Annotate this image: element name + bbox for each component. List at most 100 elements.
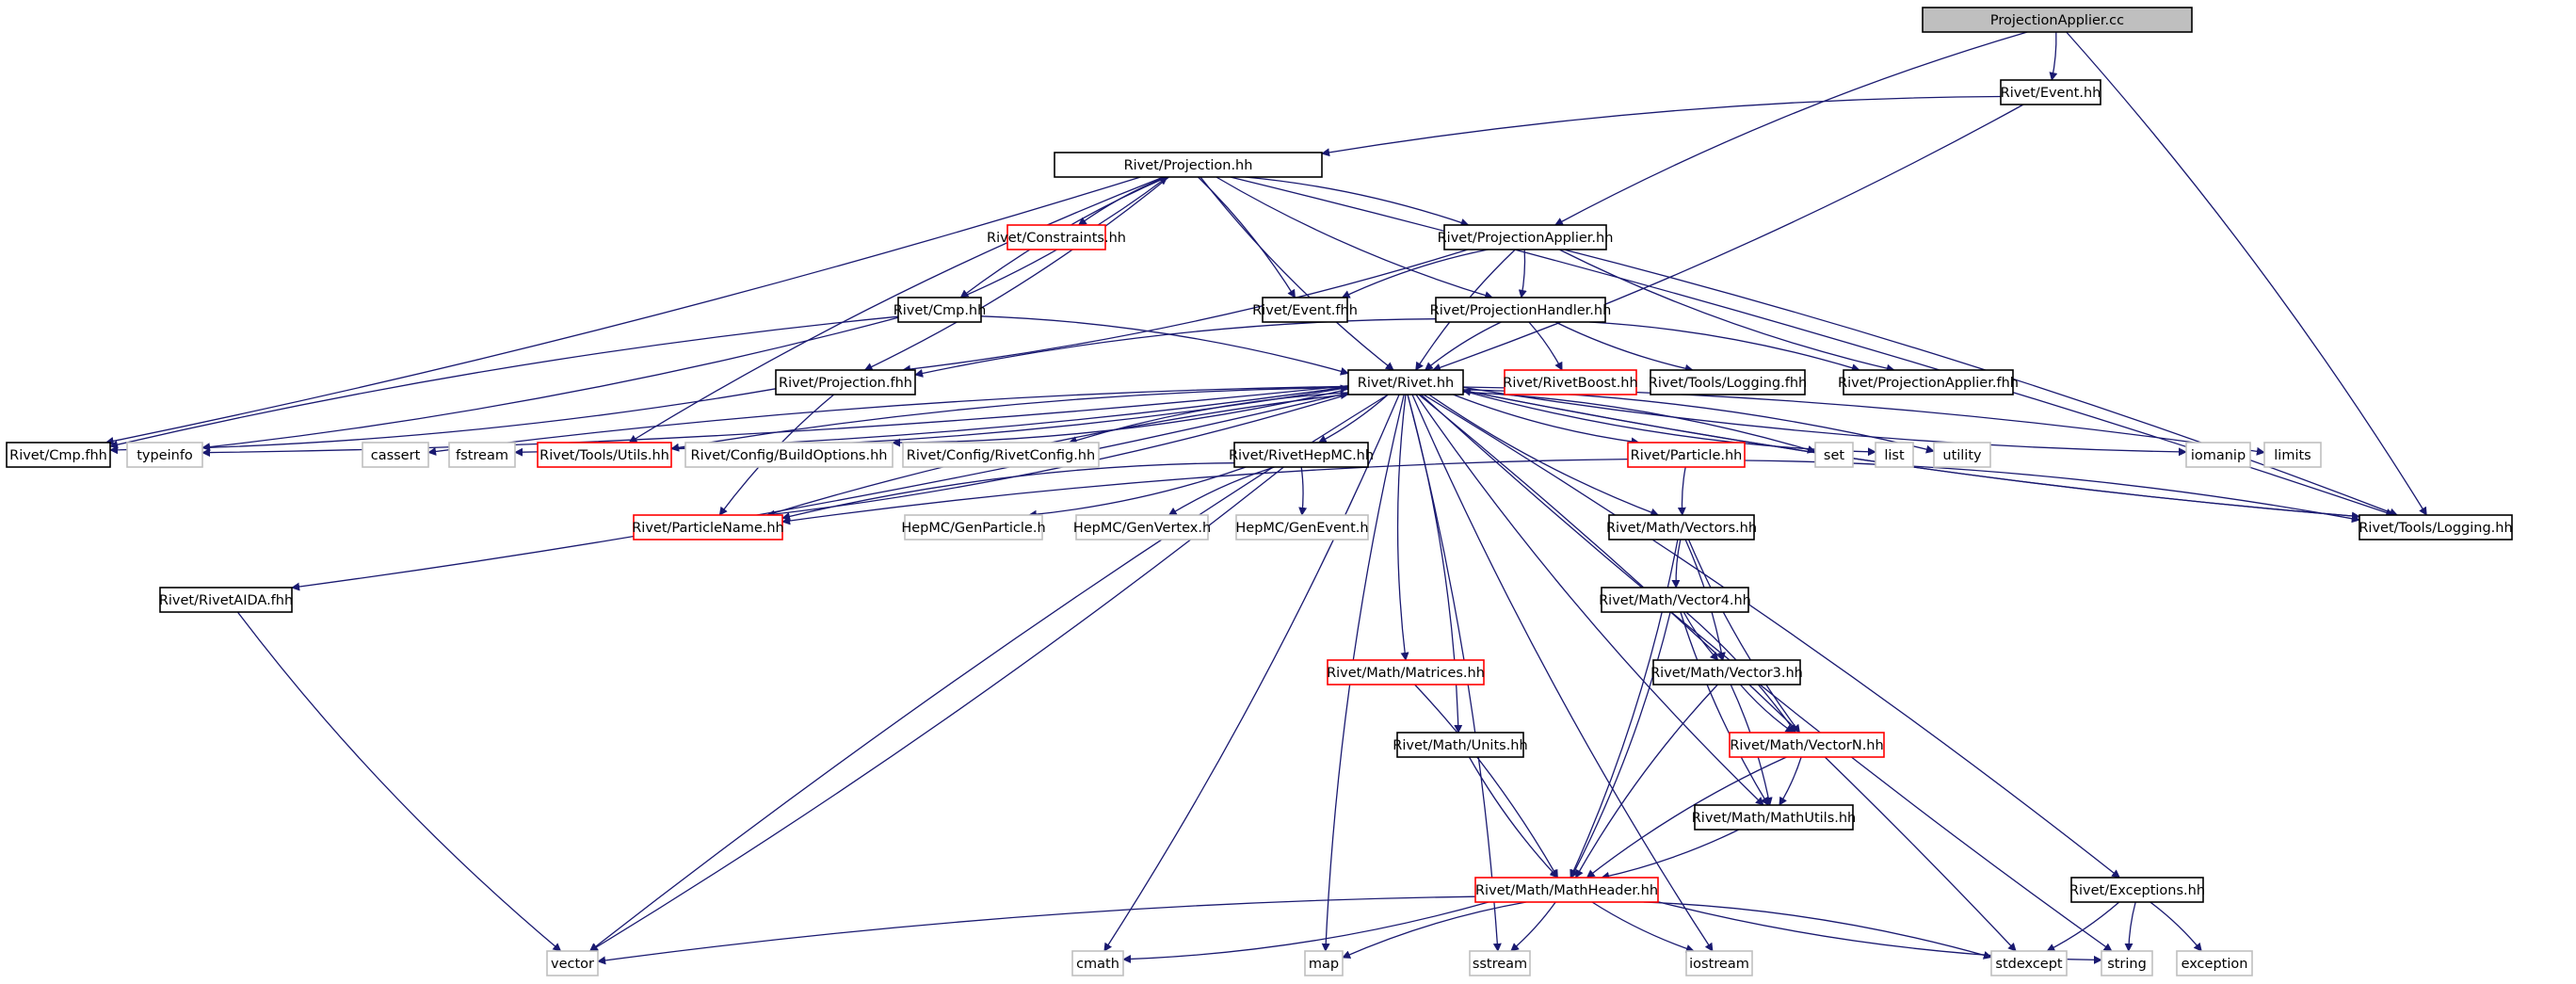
edge-mathheader_hh-to-stdexcept xyxy=(1643,901,1992,960)
node-rivet-hh[interactable]: Rivet/Rivet.hh xyxy=(1347,369,1464,395)
edge-projection_hh-to-cmp_fhh xyxy=(105,176,1141,445)
edge-mathheader_hh-to-map xyxy=(1342,901,1527,959)
edge-projhandler_hh-to-logging_fhh xyxy=(1554,321,1694,373)
node-label: fstream xyxy=(456,448,508,463)
node-label: Rivet/Event.fhh xyxy=(1252,303,1358,318)
node-rivetaida-fhh[interactable]: Rivet/RivetAIDA.fhh xyxy=(159,587,293,613)
node-label: cassert xyxy=(371,448,421,463)
node-vectorn-hh[interactable]: Rivet/Math/VectorN.hh xyxy=(1729,732,1885,758)
node-label: Rivet/Math/MathUtils.hh xyxy=(1692,811,1857,826)
node-mathheader-hh[interactable]: Rivet/Math/MathHeader.hh xyxy=(1474,877,1659,903)
node-event-hh[interactable]: Rivet/Event.hh xyxy=(2000,79,2101,105)
node-box xyxy=(1054,152,1323,178)
node-units-hh[interactable]: Rivet/Math/Units.hh xyxy=(1393,732,1528,758)
node-label: Rivet/Math/Matrices.hh xyxy=(1327,666,1485,681)
node-vector4-hh[interactable]: Rivet/Math/Vector4.hh xyxy=(1599,587,1751,613)
node-box xyxy=(1601,587,1749,613)
node-box xyxy=(126,442,203,468)
edge-rivet_hh-to-utils_hh xyxy=(670,386,1349,452)
edge-projection_hh-to-projapplier_hh xyxy=(1245,176,1470,227)
node-sstream: sstream xyxy=(1469,950,1531,976)
edge-vector4_hh-to-vector3_hh xyxy=(1682,611,1719,661)
node-box xyxy=(537,442,672,468)
edge-exceptions_hh-to-string xyxy=(2124,901,2136,952)
edge-rivet_hh-to-matrices_hh xyxy=(1396,394,1409,661)
node-mathutils-hh[interactable]: Rivet/Math/MathUtils.hh xyxy=(1692,804,1857,831)
node-label: Rivet/RivetAIDA.fhh xyxy=(159,593,293,608)
node-box xyxy=(1262,297,1348,323)
node-label: Rivet/Tools/Logging.fhh xyxy=(1649,376,1807,391)
node-limits: limits xyxy=(2263,442,2322,468)
node-projhandler-hh[interactable]: Rivet/ProjectionHandler.hh xyxy=(1430,297,1612,323)
edge-projhandler_hh-to-projapplier_fhh xyxy=(1589,321,1860,372)
node-box xyxy=(448,442,516,468)
edge-projhandler_hh-to-rivet_hh xyxy=(1424,321,1502,371)
node-constraints-hh[interactable]: Rivet/Constraints.hh xyxy=(987,224,1126,250)
node-cassert: cassert xyxy=(362,442,429,468)
node-set: set xyxy=(1814,442,1854,468)
node-box xyxy=(1627,442,1746,468)
edge-exceptions_hh-to-stdexcept xyxy=(2046,901,2120,952)
edge-rivet_hh-to-rivethepmc_hh xyxy=(1317,394,1389,444)
node-projapplier-fhh[interactable]: Rivet/ProjectionApplier.fhh xyxy=(1838,369,2019,395)
node-projapplier-hh[interactable]: Rivet/ProjectionApplier.hh xyxy=(1438,224,1614,250)
node-rivethepmc-hh[interactable]: Rivet/RivetHepMC.hh xyxy=(1229,442,1374,468)
node-box xyxy=(633,514,783,540)
node-utils-hh[interactable]: Rivet/Tools/Utils.hh xyxy=(537,442,672,468)
node-logging-hh[interactable]: Rivet/Tools/Logging.hh xyxy=(2359,514,2513,540)
node-list: list xyxy=(1875,442,1914,468)
edge-projection_hh-to-constraints_hh xyxy=(1077,176,1167,226)
edge-cmp_hh-to-rivet_hh xyxy=(980,315,1349,376)
edge-rivethepmc_hh-to-genevent_h xyxy=(1298,466,1308,516)
node-label: Rivet/Math/Vectors.hh xyxy=(1606,521,1757,536)
edge-projapplier_hh-to-projapplier_fhh xyxy=(1558,249,1895,373)
node-matrices-hh[interactable]: Rivet/Math/Matrices.hh xyxy=(1327,659,1485,686)
node-box xyxy=(1469,950,1531,976)
node-cmp-hh[interactable]: Rivet/Cmp.hh xyxy=(894,297,987,323)
node-box xyxy=(546,950,599,976)
node-rivetboost-hh[interactable]: Rivet/RivetBoost.hh xyxy=(1503,369,1638,395)
edge-vector3_hh-to-mathheader_hh xyxy=(1575,684,1718,879)
node-box xyxy=(1396,732,1524,758)
edge-projection_hh-to-utils_hh xyxy=(628,176,1165,444)
node-box xyxy=(902,442,1100,468)
node-label: cmath xyxy=(1076,957,1119,972)
node-vector3-hh[interactable]: Rivet/Math/Vector3.hh xyxy=(1650,659,1803,686)
edge-particle_hh-to-vectors_hh xyxy=(1677,466,1686,516)
edge-rivet_hh-to-vector xyxy=(588,394,1389,952)
node-box xyxy=(6,442,111,468)
node-projection-fhh[interactable]: Rivet/Projection.fhh xyxy=(775,369,916,395)
node-box xyxy=(1652,659,1801,686)
node-label: Rivet/Math/MathHeader.hh xyxy=(1475,883,1658,898)
edge-vectors_hh-to-vector4_hh xyxy=(1671,539,1682,589)
edge-rivethepmc_hh-to-genvertex_h xyxy=(1167,466,1275,516)
edge-root-to-event_hh xyxy=(2049,31,2058,81)
edge-rivet_hh-to-mathutils_hh xyxy=(1415,394,1764,806)
node-particlename-hh[interactable]: Rivet/ParticleName.hh xyxy=(632,514,784,540)
node-particle-hh[interactable]: Rivet/Particle.hh xyxy=(1627,442,1746,468)
node-cmp-fhh[interactable]: Rivet/Cmp.fhh xyxy=(6,442,111,468)
node-label: Rivet/Particle.hh xyxy=(1631,448,1743,463)
node-label: HepMC/GenParticle.h xyxy=(901,521,1045,536)
node-box xyxy=(1504,369,1637,395)
node-box xyxy=(1843,369,2014,395)
edge-rivet_hh-to-iostream xyxy=(1411,394,1714,952)
node-label: Rivet/Tools/Logging.hh xyxy=(2359,521,2512,536)
edge-rivet_hh-to-vectors_hh xyxy=(1428,394,1660,517)
node-label: stdexcept xyxy=(1995,957,2063,972)
node-exceptions-hh[interactable]: Rivet/Exceptions.hh xyxy=(2069,877,2205,903)
node-label: sstream xyxy=(1473,957,1527,972)
node-box xyxy=(1474,877,1659,903)
edge-projapplier_hh-to-event_fhh xyxy=(1341,249,1489,298)
node-cmath: cmath xyxy=(1071,950,1124,976)
node-root[interactable]: ProjectionApplier.cc xyxy=(1922,7,2193,33)
node-label: Rivet/Projection.fhh xyxy=(779,376,912,391)
node-label: Rivet/Rivet.hh xyxy=(1358,376,1454,391)
edge-particlename_hh-to-rivet_hh xyxy=(766,391,1349,516)
node-projection-hh[interactable]: Rivet/Projection.hh xyxy=(1054,152,1323,178)
node-vectors-hh[interactable]: Rivet/Math/Vectors.hh xyxy=(1606,514,1757,540)
node-logging-fhh[interactable]: Rivet/Tools/Logging.fhh xyxy=(1649,369,1807,395)
node-event-fhh[interactable]: Rivet/Event.fhh xyxy=(1252,297,1358,323)
node-stdexcept: stdexcept xyxy=(1990,950,2068,976)
